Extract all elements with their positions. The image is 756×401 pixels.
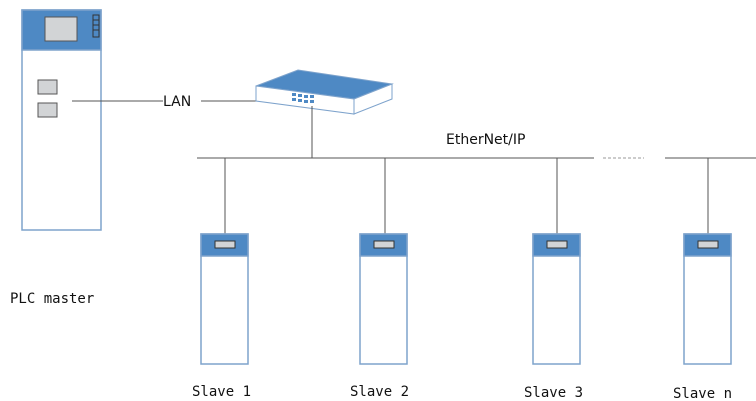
plc-master-label: PLC master (10, 291, 94, 307)
slave-device-icon (683, 233, 732, 365)
plc-device-icon (21, 9, 102, 231)
slave-device-icon (532, 233, 581, 365)
plc-port-2 (37, 102, 58, 118)
slave-label-3: Slave 3 (524, 385, 583, 401)
bus-label: EtherNet/IP (446, 132, 525, 148)
slave-label-1: Slave 1 (192, 384, 251, 400)
plc-screen (44, 16, 78, 42)
slave-label-n: Slave n (673, 386, 732, 401)
lan-label: LAN (163, 94, 191, 110)
switch-side-face (353, 83, 393, 115)
slave-label-2: Slave 2 (350, 384, 409, 400)
slave-device-icon (359, 233, 408, 365)
slave-device-icon (200, 233, 249, 365)
switch-ports (292, 93, 314, 103)
plc-vent-icon (92, 14, 100, 38)
network-switch-icon (255, 69, 394, 115)
plc-port-1 (37, 79, 58, 95)
